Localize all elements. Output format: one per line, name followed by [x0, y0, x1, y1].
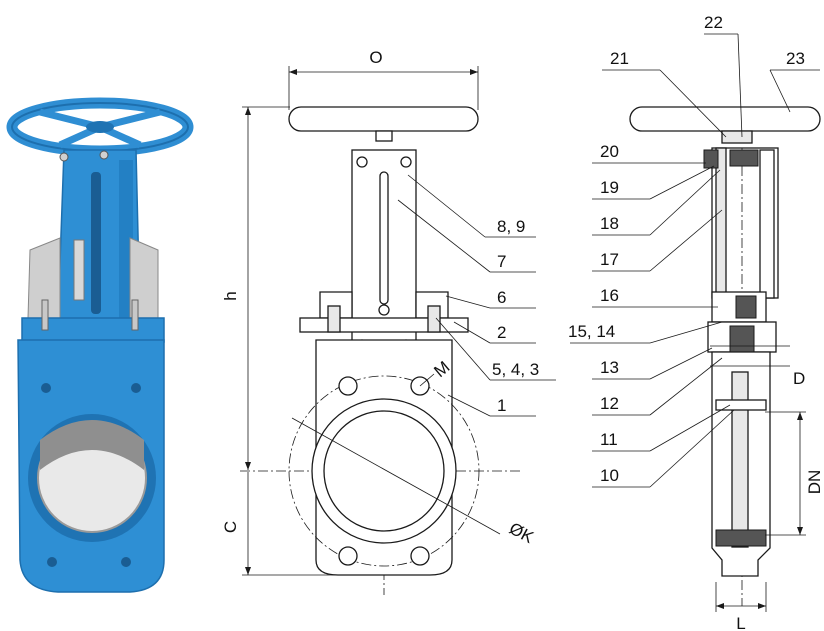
- side-handwheel: [629, 106, 821, 132]
- body-hole-3: [47, 557, 57, 567]
- side-hub: [721, 130, 753, 144]
- front-yoke-slot: [379, 171, 389, 305]
- callout-2: 2: [497, 323, 506, 342]
- front-gland-flange: [299, 317, 469, 333]
- callout-1: 1: [497, 396, 506, 415]
- callout-13: 13: [600, 358, 619, 377]
- front-handwheel: [288, 106, 479, 132]
- callout-12: 12: [600, 394, 619, 413]
- callout-19: 19: [600, 178, 619, 197]
- yoke-bolt-2: [99, 150, 109, 160]
- dim-line-K: [291, 417, 501, 535]
- bolt-circle: [288, 375, 480, 567]
- body-hole-2: [131, 383, 141, 393]
- yoke-slot: [91, 172, 101, 314]
- callout-8-9: 8, 9: [497, 217, 525, 236]
- body-hole-1: [41, 383, 51, 393]
- callout-6: 6: [497, 288, 506, 307]
- gland-stud-2: [131, 299, 139, 331]
- callout-20: 20: [600, 142, 619, 161]
- callout-17: 17: [600, 250, 619, 269]
- callout-16: 16: [600, 286, 619, 305]
- dim-label-h: h: [221, 291, 240, 300]
- dim-label-K: ØK: [506, 519, 537, 548]
- callout-22: 22: [704, 13, 723, 32]
- callout-18: 18: [600, 214, 619, 233]
- front-bore: [323, 410, 445, 532]
- valve-stem: [73, 239, 85, 301]
- handwheel-spokes: [39, 108, 161, 149]
- callout-15-14: 15, 14: [568, 322, 615, 341]
- front-view: O h C: [221, 48, 556, 595]
- callout-23: 23: [786, 49, 805, 68]
- dim-label-DN: DN: [805, 470, 824, 495]
- gland-stud-1: [41, 299, 49, 331]
- dim-label-C: C: [221, 521, 240, 533]
- gate-blade: [40, 420, 144, 470]
- yoke-bolt-1: [59, 152, 69, 162]
- front-hub: [375, 130, 393, 142]
- dim-label-D: D: [793, 369, 805, 388]
- body-hole-4: [121, 557, 131, 567]
- callout-10: 10: [600, 466, 619, 485]
- valve-photo: [6, 97, 194, 593]
- callout-5-4-3: 5, 4, 3: [492, 360, 539, 379]
- handwheel-hub: [86, 121, 114, 133]
- front-stem-nut: [378, 304, 390, 316]
- callout-11: 11: [600, 430, 618, 449]
- callout-7: 7: [497, 252, 506, 271]
- side-view: D DN L 22 21 23 20 19 18 17: [568, 13, 824, 631]
- side-gate: [731, 371, 749, 548]
- callout-21: 21: [610, 49, 629, 68]
- dim-label-L: L: [736, 614, 745, 631]
- dim-label-O: O: [369, 48, 382, 67]
